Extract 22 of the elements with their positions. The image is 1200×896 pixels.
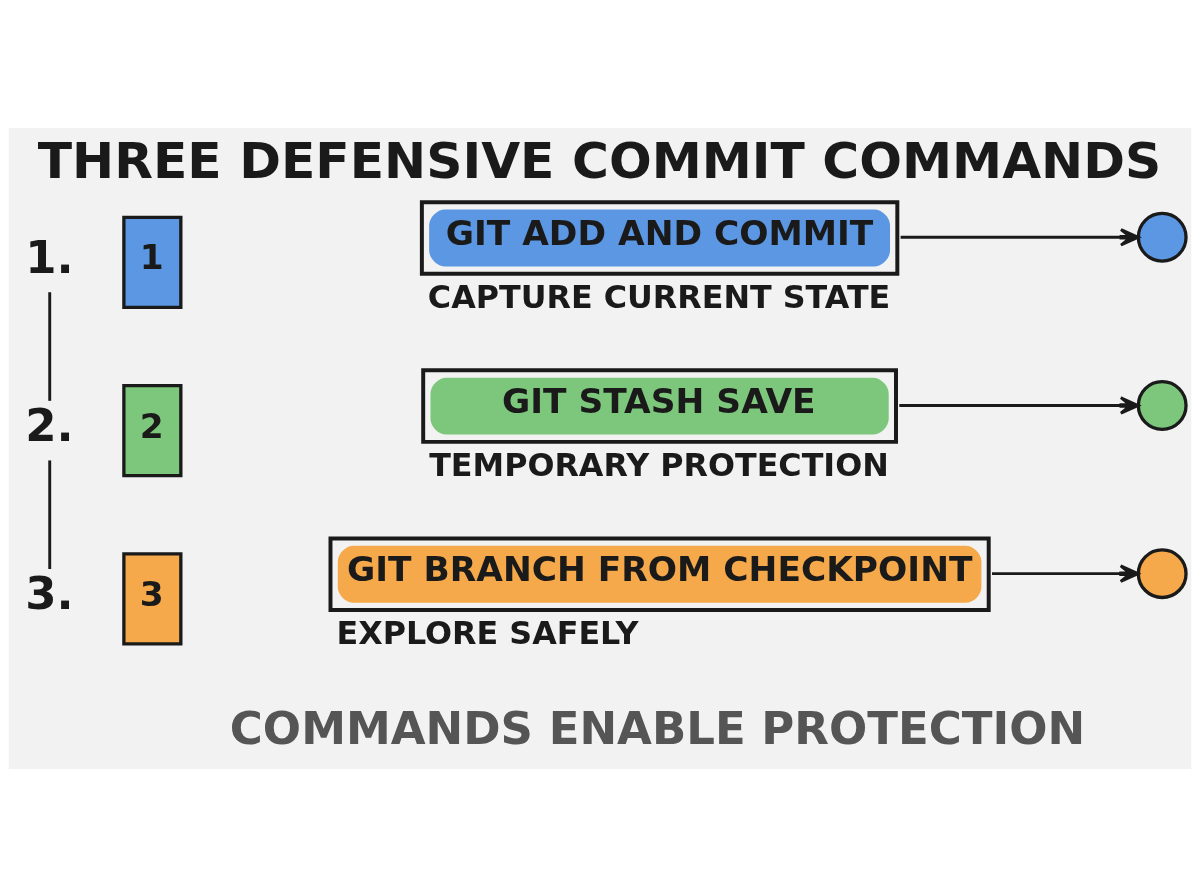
arrow	[900, 227, 1140, 246]
node-circle	[1136, 547, 1188, 599]
node-circle	[1136, 211, 1188, 263]
node-label: TEMPORARY PROTECTION	[429, 446, 889, 483]
arrow	[992, 563, 1140, 583]
node-text: 3.	[25, 566, 74, 620]
node-box: GIT ADD AND COMMIT	[419, 199, 900, 276]
node-circle	[1136, 379, 1188, 431]
connector	[48, 291, 52, 401]
node-box: 2	[122, 383, 183, 477]
node-text: 1.	[25, 230, 74, 284]
node-label: CAPTURE CURRENT STATE	[427, 278, 891, 315]
node-text: 2.	[25, 398, 74, 452]
diagram-title: THREE DEFENSIVE COMMIT COMMANDS	[37, 130, 1162, 190]
node-box: 3	[122, 551, 183, 645]
caption: COMMANDS ENABLE PROTECTION	[229, 701, 1086, 755]
connector	[48, 459, 52, 569]
arrow	[899, 395, 1140, 415]
node-box: 1	[122, 215, 183, 309]
node-box: GIT STASH SAVE	[421, 367, 898, 444]
node-label: EXPLORE SAFELY	[336, 614, 639, 651]
node-box: GIT BRANCH FROM CHECKPOINT	[328, 536, 991, 612]
